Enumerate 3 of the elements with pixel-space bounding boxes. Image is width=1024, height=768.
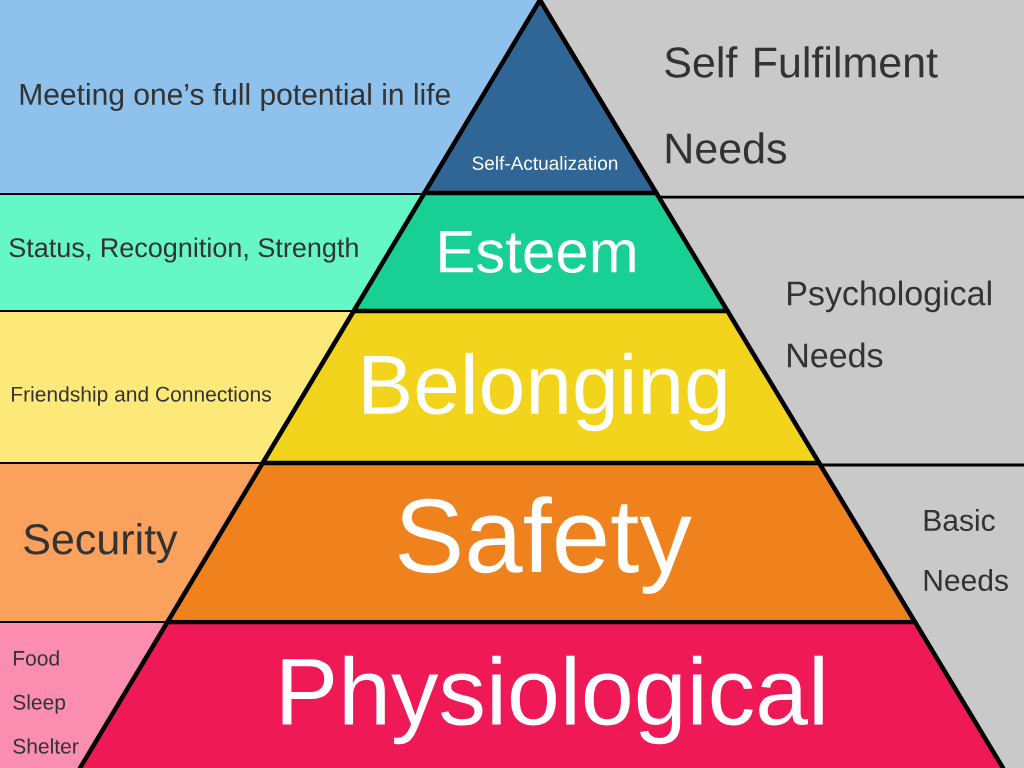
description-band: Food Sleep Shelter <box>0 622 168 768</box>
description-band: Friendship and Connections <box>0 311 354 463</box>
description-band: Security <box>0 463 263 622</box>
